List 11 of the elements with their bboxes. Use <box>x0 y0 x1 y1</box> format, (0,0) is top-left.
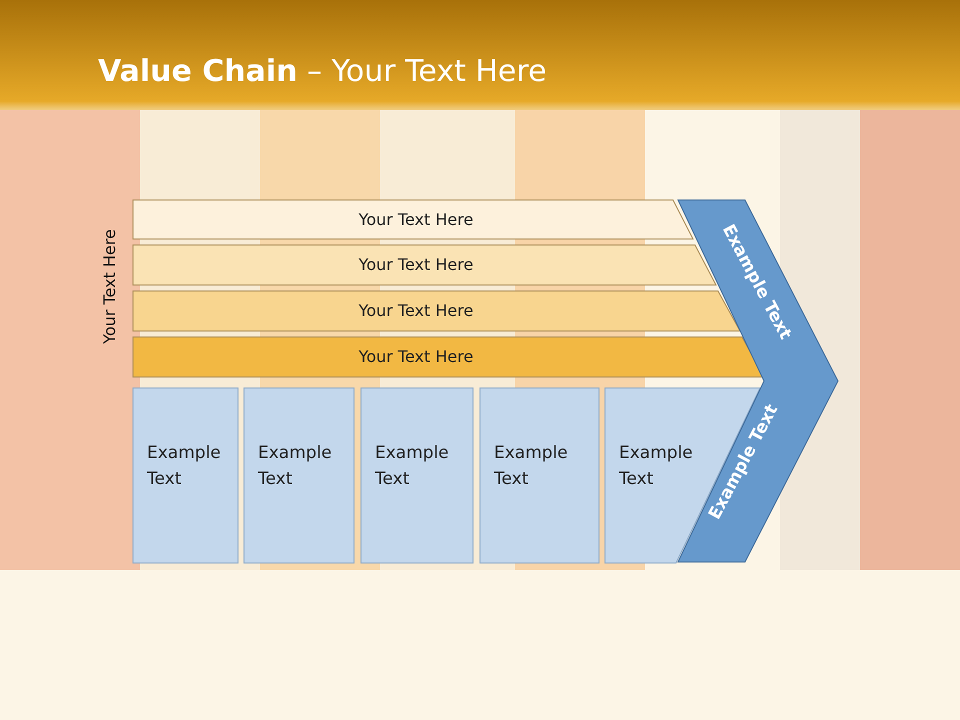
node-text: Your Text Here <box>358 301 474 320</box>
axis-label: Your Text Here <box>100 229 119 344</box>
node-text: Example Text <box>147 442 222 491</box>
node-text: Example Text <box>619 442 694 491</box>
title: Value Chain – Your Text Here <box>98 54 547 89</box>
node-text: Your Text Here <box>358 255 474 274</box>
node-text: Your Text Here <box>358 347 474 366</box>
node-text: Your Text Here <box>358 210 474 228</box>
node-text: Example Text <box>375 442 450 491</box>
node-text: Example Text <box>494 442 569 491</box>
node-text: Example Text <box>258 442 333 491</box>
